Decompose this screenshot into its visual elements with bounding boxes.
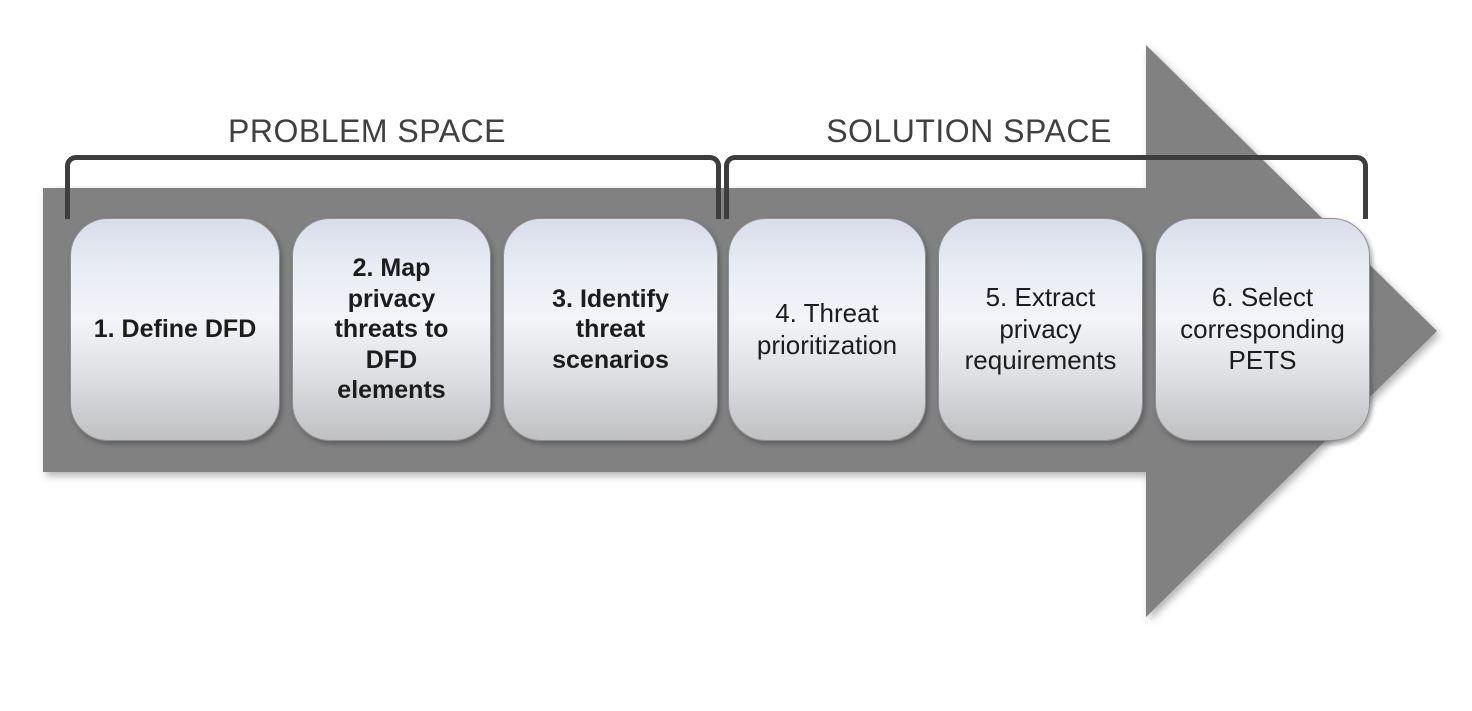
problem-space-label: PROBLEM SPACE bbox=[228, 113, 506, 149]
step-box-3: 3. Identify threat scenarios bbox=[503, 218, 718, 441]
step-box-5: 5. Extract privacy requirements bbox=[938, 218, 1143, 441]
step-box-1: 1. Define DFD bbox=[70, 218, 280, 441]
problem-space-bracket bbox=[65, 155, 721, 219]
step-box-4: 4. Threat prioritization bbox=[728, 218, 926, 441]
step-box-2: 2. Map privacy threats to DFD elements bbox=[292, 218, 491, 441]
step-box-6: 6. Select corresponding PETS bbox=[1155, 218, 1370, 441]
solution-space-bracket bbox=[724, 155, 1368, 219]
solution-space-label: SOLUTION SPACE bbox=[826, 113, 1112, 149]
